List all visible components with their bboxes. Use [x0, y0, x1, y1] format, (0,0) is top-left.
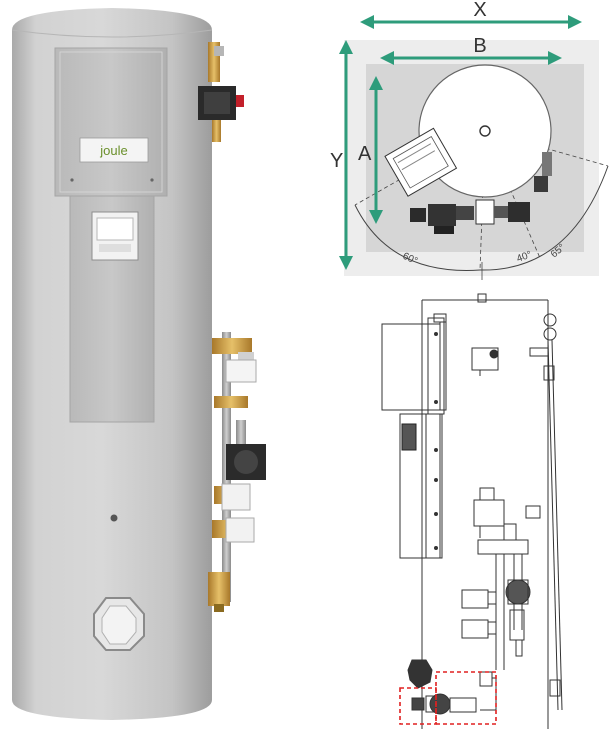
- elevation-drawing: [330, 290, 613, 729]
- sensor-port: [110, 514, 118, 522]
- zone-valve-upper: [221, 483, 251, 511]
- lower-pipework-elevation: [411, 671, 497, 715]
- manifold-elevation: [473, 487, 531, 670]
- display-housing: [69, 195, 155, 423]
- control-cover: [54, 47, 168, 197]
- fittings-plan: [410, 152, 552, 234]
- zone-valves-elevation: [461, 589, 497, 639]
- brand-logo-text: joule: [99, 143, 127, 158]
- zone-valve-lower: [225, 517, 255, 543]
- drain-valve-elevation: [407, 659, 433, 689]
- top-fittings: [198, 42, 244, 142]
- relief-valve: [208, 572, 230, 606]
- display-column-elevation: [399, 413, 443, 559]
- dimension-arrows: [339, 15, 582, 270]
- dimension-y-label: Y: [330, 150, 343, 172]
- cylinder-svg: joule: [11, 8, 266, 720]
- highlight-box-left: [399, 687, 437, 725]
- highlight-box-right: [435, 671, 497, 725]
- pipework-assembly: [208, 332, 266, 612]
- plan-view-svg: X B Y A 60° 40° 65°: [330, 0, 609, 280]
- cylinder-illustration: joule: [11, 8, 266, 720]
- right-pipe-elevation: [525, 313, 563, 711]
- plan-view-diagram: X B Y A 60° 40° 65°: [330, 0, 613, 290]
- angle-label-middle: 40°: [515, 249, 533, 265]
- valve-elevation-top: [471, 347, 499, 376]
- dimension-b-label: B: [473, 35, 486, 57]
- dimension-a-label: A: [358, 143, 372, 165]
- control-box-elevation: [381, 313, 447, 415]
- elevation-svg: [381, 293, 563, 729]
- control-box-plan: [384, 127, 458, 197]
- dimension-x-label: X: [473, 0, 486, 21]
- highlight-boxes: [399, 671, 497, 725]
- brand-badge: joule: [79, 137, 149, 163]
- tank-elevation-outline: [421, 293, 549, 729]
- drain-valve: [93, 597, 145, 651]
